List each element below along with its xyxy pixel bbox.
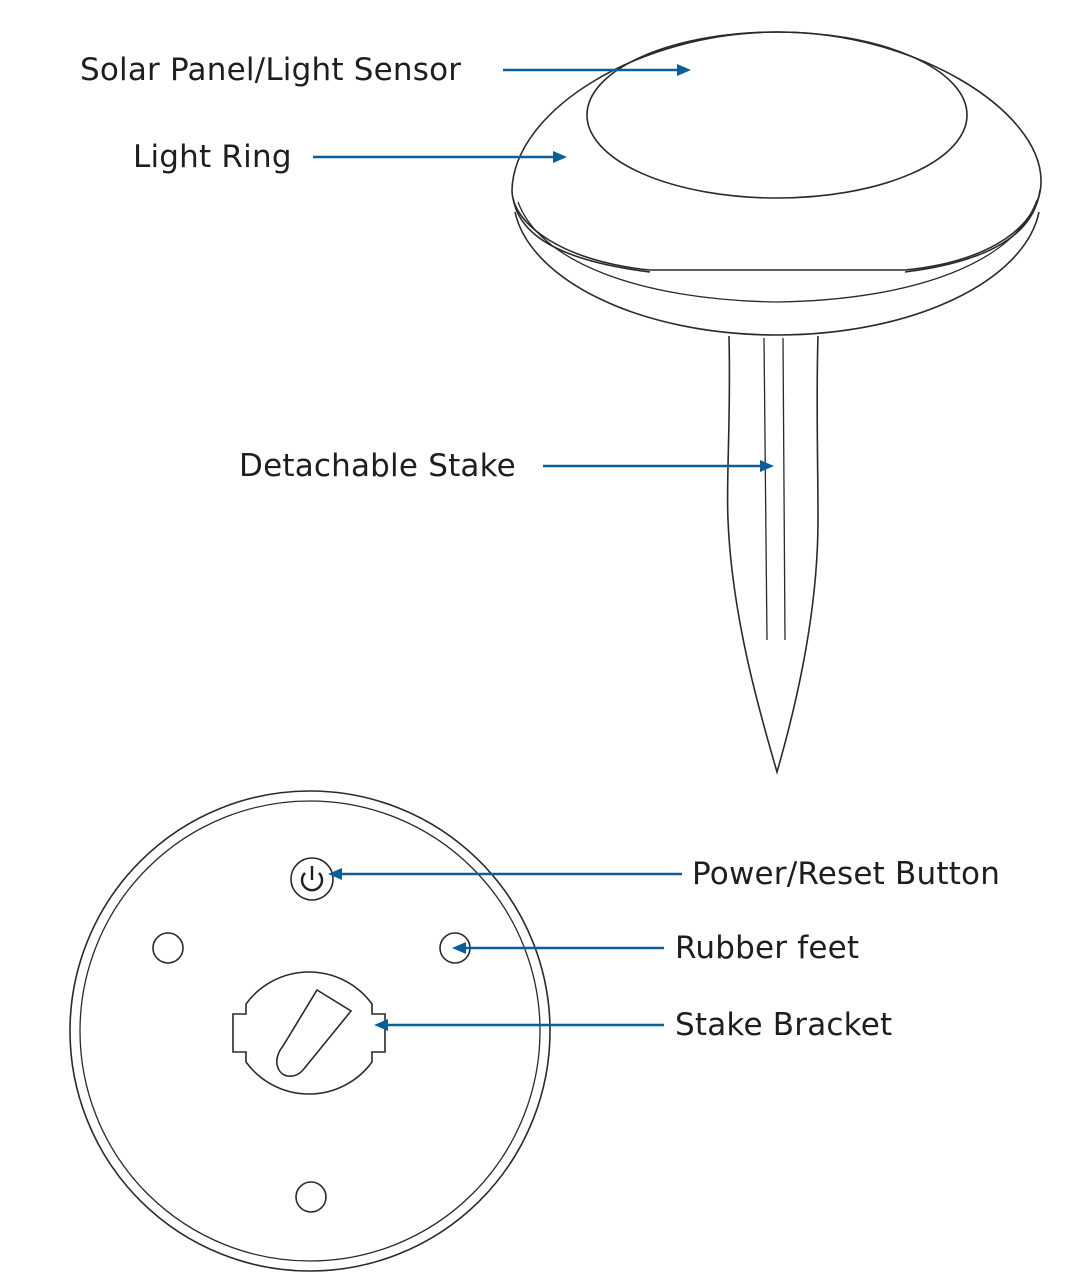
label-stake-bracket: Stake Bracket [675,1007,893,1043]
stake-bracket-slot [276,988,353,1077]
stake-outline [726,335,819,775]
bottom-inner-circle [79,800,541,1262]
power-button[interactable] [290,857,334,901]
label-solar-panel: Solar Panel/Light Sensor [80,52,462,88]
light-head-side-view [511,31,1042,336]
callout-stake [543,460,774,472]
solar-panel-ellipse [586,31,968,199]
label-power-reset-button: Power/Reset Button [692,856,1001,892]
light-head-base-inner [517,199,1038,303]
light-ring-edge-1 [512,197,651,273]
light-dome-outline [511,31,1042,271]
stake-groove-left [763,337,768,641]
callout-power-button [328,868,682,880]
callout-stake-bracket [374,1019,664,1031]
light-ring-edge-2 [904,189,1041,273]
power-button-ring [290,857,334,901]
callout-rubber-feet [452,942,664,954]
bottom-outer-circle [69,790,551,1272]
light-bottom-view [69,790,551,1272]
callout-light-ring [313,151,567,163]
power-icon [300,866,324,892]
stake-side-view [726,335,819,775]
rubber-foot-bottom [295,1181,327,1213]
label-rubber-feet: Rubber feet [675,930,860,966]
callout-solar-panel [503,64,691,76]
label-detachable-stake: Detachable Stake [239,448,516,484]
light-head-base [514,211,1040,336]
label-light-ring: Light Ring [133,139,292,175]
stake-groove-right [782,337,786,641]
rubber-foot-left [152,932,184,964]
stake-bracket-outline [232,971,386,1095]
